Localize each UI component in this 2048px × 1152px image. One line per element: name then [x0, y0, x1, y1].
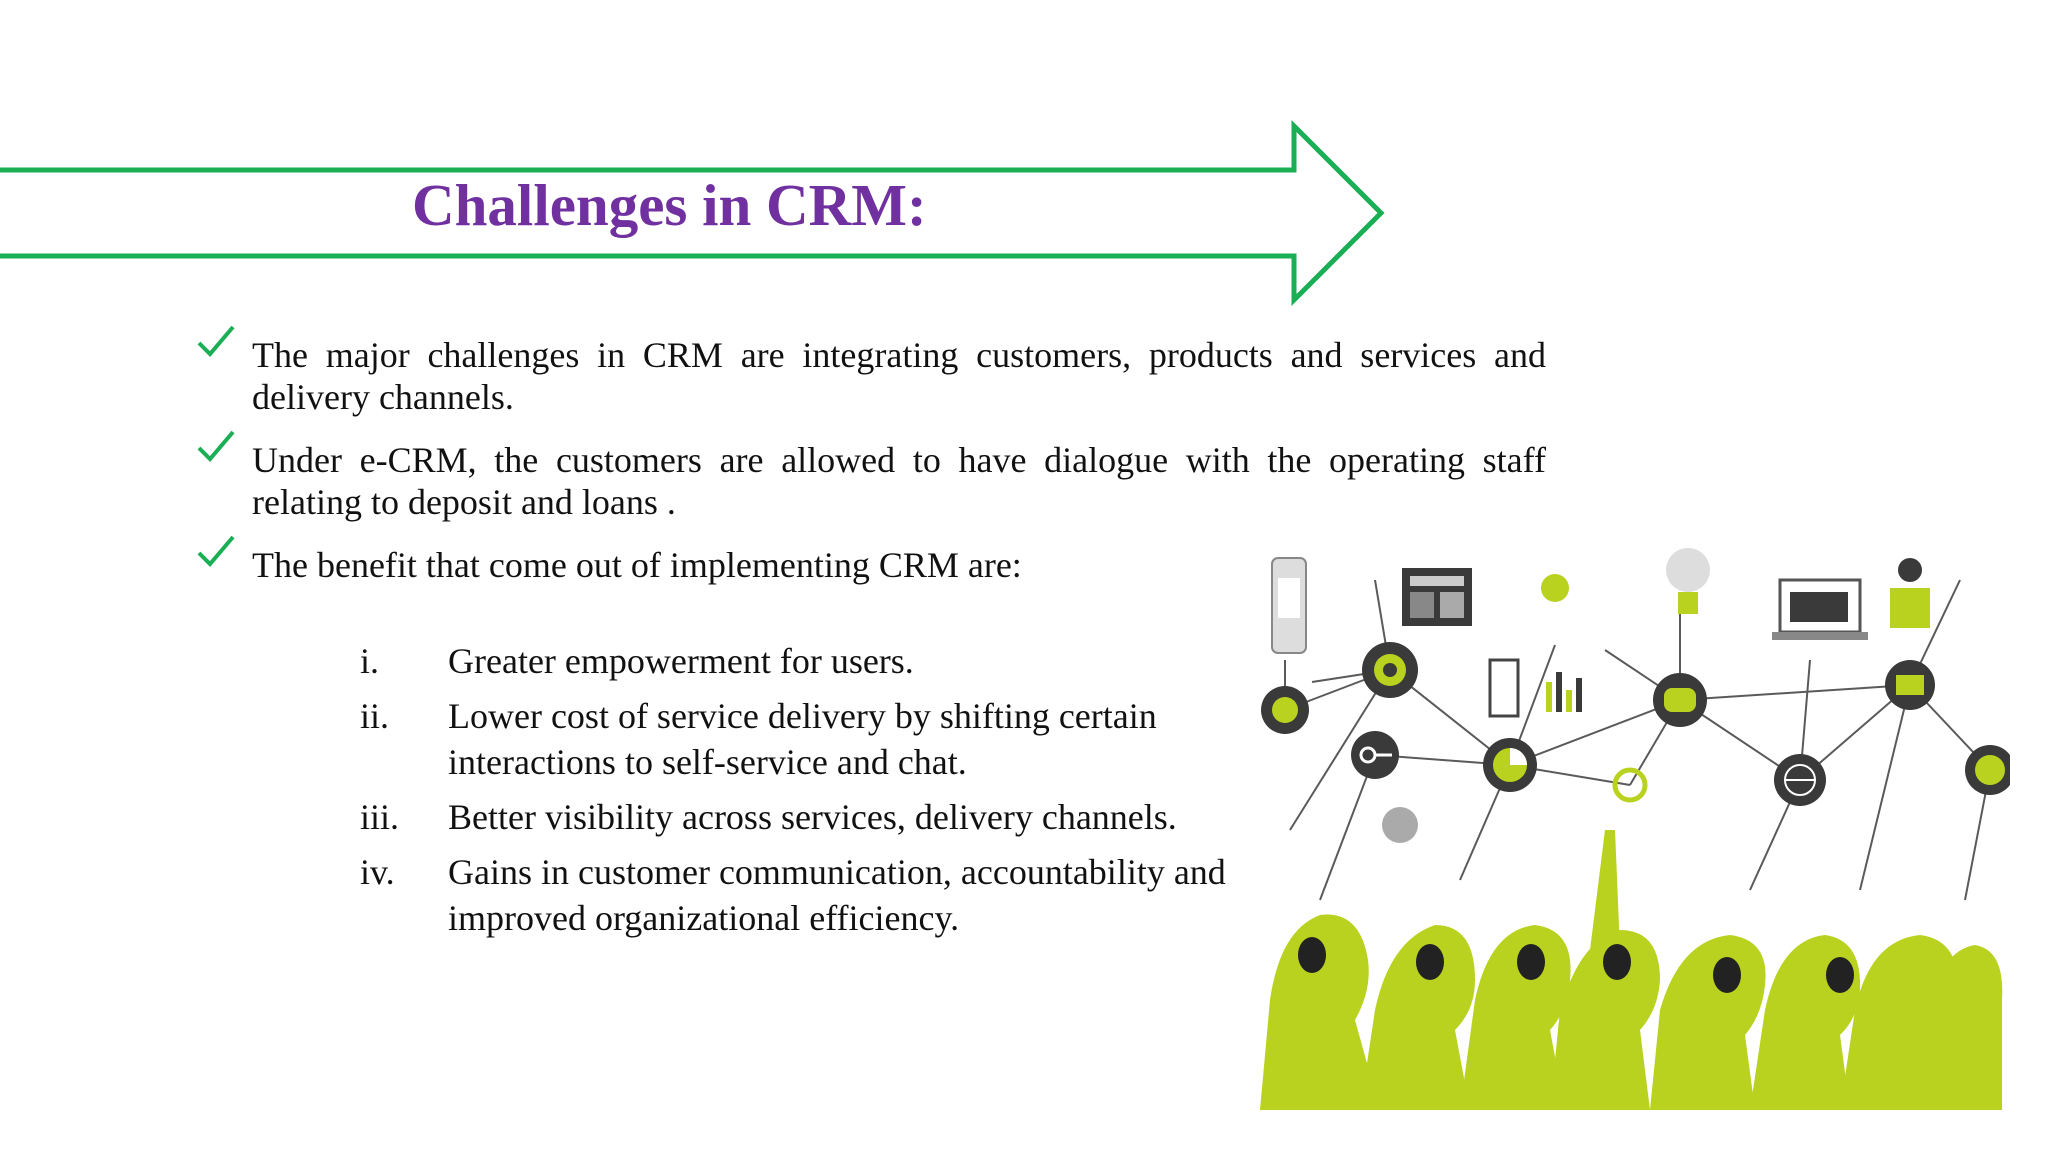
pie-chart-icon	[1483, 738, 1537, 792]
mobile-icon	[1271, 557, 1307, 654]
bullet-item: The major challenges in CRM are integrat…	[196, 325, 1546, 418]
play-icon	[1261, 686, 1309, 734]
checkmark-icon	[197, 430, 235, 462]
key-icon	[1351, 731, 1399, 779]
bullet-text: The major challenges in CRM are integrat…	[252, 335, 1546, 417]
benefit-text: Gains in customer communication, account…	[448, 852, 1226, 938]
head-nodes	[1298, 937, 1854, 993]
benefit-text: Lower cost of service delivery by shifti…	[448, 696, 1157, 782]
benefit-number: i.	[360, 641, 380, 681]
title-arrow-banner	[0, 119, 1385, 307]
checkmark-icon	[197, 325, 235, 357]
chat-bubble-icon	[1382, 807, 1418, 843]
laptop-icon	[1772, 578, 1868, 640]
slide-title: Challenges in CRM:	[412, 172, 927, 238]
benefit-text: Better visibility across services, deliv…	[448, 797, 1177, 837]
mail-icon	[1885, 660, 1935, 710]
bar-chart-icon	[1546, 672, 1582, 712]
person-icon	[1890, 558, 1930, 628]
checkmark-icon	[197, 535, 235, 567]
benefit-number: ii.	[360, 696, 390, 736]
benefit-number: iii.	[360, 797, 400, 837]
chat-icon	[1653, 673, 1707, 727]
lightbulb-icon	[1666, 548, 1710, 614]
benefit-item: i. Greater empowerment for users.	[360, 638, 1240, 684]
people-silhouettes	[1260, 830, 2003, 1110]
phone-icon	[1541, 574, 1569, 602]
gear-icon	[1362, 642, 1418, 698]
globe-icon	[1774, 754, 1826, 806]
benefit-number: iv.	[360, 852, 395, 892]
bullet-text: Under e-CRM, the customers are allowed t…	[252, 440, 1546, 522]
bullet-item: The benefit that come out of implementin…	[196, 535, 1546, 586]
cloud-icon	[1965, 745, 2010, 795]
bullet-item: Under e-CRM, the customers are allowed t…	[196, 430, 1546, 523]
ring-node	[1612, 767, 1648, 803]
benefit-item: ii. Lower cost of service delivery by sh…	[360, 693, 1240, 785]
benefit-text: Greater empowerment for users.	[448, 641, 914, 681]
bullet-text: The benefit that come out of implementin…	[252, 545, 1022, 585]
presentation-icon	[1402, 568, 1472, 626]
benefit-item: iv. Gains in customer communication, acc…	[360, 849, 1240, 941]
benefit-item: iii. Better visibility across services, …	[360, 794, 1240, 840]
arrow-outline	[0, 119, 1385, 307]
crm-network-illustration	[1260, 548, 2010, 1110]
document-icon	[1488, 658, 1520, 718]
